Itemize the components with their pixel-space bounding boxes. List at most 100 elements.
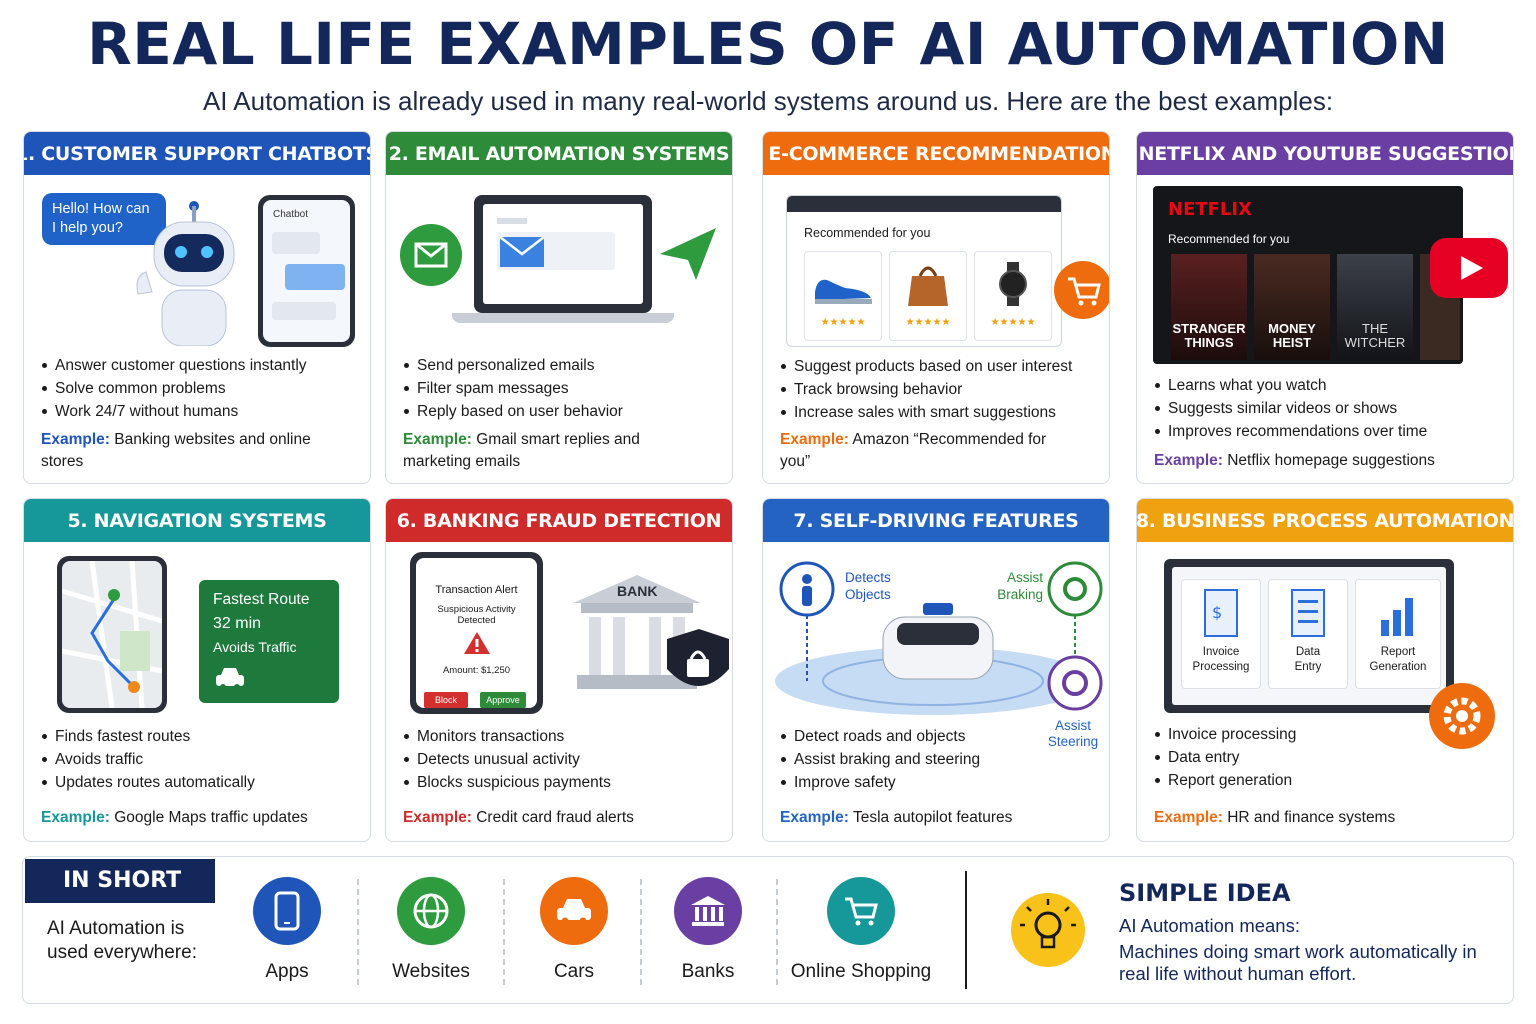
divider bbox=[776, 879, 778, 985]
in-short-text: AI Automation is used everywhere: bbox=[47, 918, 197, 963]
lightbulb-icon bbox=[1011, 893, 1085, 967]
bullet-list: Monitors transactions Detects unusual ac… bbox=[403, 725, 611, 794]
gear-icon bbox=[1429, 683, 1495, 749]
browser-window: Recommended for you ★★★★★ ★★★★★ ★★★★★ bbox=[786, 195, 1062, 347]
page-title: REAL LIFE EXAMPLES OF AI AUTOMATION bbox=[87, 10, 1449, 78]
tile: $ Invoice Processing bbox=[1181, 579, 1261, 689]
cart-icon bbox=[827, 877, 895, 945]
category-online-shopping: Online Shopping bbox=[781, 877, 941, 983]
bullet: Detects unusual activity bbox=[403, 748, 611, 771]
block-button[interactable]: Block bbox=[424, 692, 468, 708]
map-phone bbox=[57, 556, 167, 713]
bullet: Finds fastest routes bbox=[41, 725, 255, 748]
card-self-driving: 7. SELF-DRIVING FEATURES Detects Objects… bbox=[762, 498, 1110, 842]
card-title: 2. EMAIL AUTOMATION SYSTEMS bbox=[386, 132, 732, 175]
card-title: 5. NAVIGATION SYSTEMS bbox=[24, 499, 370, 542]
example: Example: Credit card fraud alerts bbox=[403, 809, 634, 826]
map-icon bbox=[62, 561, 162, 708]
simple-idea-heading: SIMPLE IDEA bbox=[1119, 879, 1291, 907]
bullet: Reply based on user behavior bbox=[403, 400, 623, 423]
show-poster: STRANGER THINGS bbox=[1171, 254, 1247, 360]
summary-panel: IN SHORT AI Automation is used everywher… bbox=[22, 856, 1514, 1004]
simple-idea-line2: Machines doing smart work automatically … bbox=[1119, 941, 1477, 984]
ecommerce-illustration: Recommended for you ★★★★★ ★★★★★ ★★★★★ bbox=[763, 176, 1109, 347]
bullet: Monitors transactions bbox=[403, 725, 611, 748]
card-title: 6. BANKING FRAUD DETECTION bbox=[386, 499, 732, 542]
bullet-list: Answer customer questions instantly Solv… bbox=[41, 354, 307, 423]
chat-bubble: Hello! How can I help you? bbox=[42, 193, 166, 245]
car-icon bbox=[216, 668, 244, 690]
chatbot-illustration: Hello! How can I help you? Chatbot bbox=[24, 176, 370, 347]
car-icon bbox=[540, 877, 608, 945]
bank-label: BANK bbox=[617, 583, 658, 599]
card-business-process: 8. BUSINESS PROCESS AUTOMATION $ Invoice… bbox=[1136, 498, 1514, 842]
approve-button[interactable]: Approve bbox=[480, 692, 526, 708]
bullet: Answer customer questions instantly bbox=[41, 354, 307, 377]
shoe-icon bbox=[815, 279, 872, 304]
bullet: Avoids traffic bbox=[41, 748, 255, 771]
example: Example: Amazon “Recommended for you” bbox=[780, 431, 1047, 470]
bullet: Report generation bbox=[1154, 769, 1296, 792]
bullet: Invoice processing bbox=[1154, 723, 1296, 746]
svg-text:$: $ bbox=[1212, 603, 1222, 622]
send-icon bbox=[660, 228, 716, 280]
example: Example: Netflix homepage suggestions bbox=[1154, 452, 1435, 469]
email-illustration bbox=[386, 176, 732, 346]
bullet: Detect roads and objects bbox=[780, 725, 980, 748]
chatbot-phone: Chatbot bbox=[258, 195, 355, 347]
bullet-list: Finds fastest routes Avoids traffic Upda… bbox=[41, 725, 255, 794]
bullet: Filter spam messages bbox=[403, 377, 623, 400]
card-ecommerce: 3. E-COMMERCE RECOMMENDATIONS Recommende… bbox=[762, 131, 1110, 484]
divider bbox=[640, 879, 642, 985]
bullet: Learns what you watch bbox=[1154, 374, 1427, 397]
bullet-list: Detect roads and objects Assist braking … bbox=[780, 725, 980, 794]
category-websites: Websites bbox=[371, 877, 491, 983]
cart-icon bbox=[1054, 261, 1109, 319]
divider bbox=[357, 879, 359, 985]
card-customer-support: 1. CUSTOMER SUPPORT CHATBOTS Hello! How … bbox=[23, 131, 371, 484]
robot-icon bbox=[136, 201, 235, 346]
globe-icon bbox=[397, 877, 465, 945]
email-icon bbox=[400, 224, 462, 286]
bag-icon bbox=[908, 266, 948, 306]
bullet: Assist braking and steering bbox=[780, 748, 980, 771]
card-title: 4. NETFLIX AND YOUTUBE SUGGESTIONS bbox=[1137, 132, 1513, 175]
business-illustration: $ Invoice Processing Data Entry Report G… bbox=[1137, 543, 1513, 749]
bank-icon bbox=[573, 575, 729, 689]
bullet: Suggest products based on user interest bbox=[780, 355, 1072, 378]
divider bbox=[503, 879, 505, 985]
laptop bbox=[474, 195, 652, 313]
show-poster: MONEY HEIST bbox=[1254, 254, 1330, 360]
category-banks: Banks bbox=[648, 877, 768, 983]
example: Example: Tesla autopilot features bbox=[780, 809, 1013, 826]
bullet: Solve common problems bbox=[41, 377, 307, 400]
play-icon bbox=[1430, 238, 1508, 298]
bullet-list: Learns what you watch Suggests similar v… bbox=[1154, 374, 1427, 443]
page-subtitle: AI Automation is already used in many re… bbox=[202, 86, 1334, 116]
card-navigation: 5. NAVIGATION SYSTEMS Fastest Route 32 m… bbox=[23, 498, 371, 842]
warning-icon bbox=[463, 632, 490, 654]
alert-phone: Transaction Alert Suspicious Activity De… bbox=[410, 552, 543, 714]
example: Example: HR and finance systems bbox=[1154, 809, 1396, 826]
card-title: 8. BUSINESS PROCESS AUTOMATION bbox=[1137, 499, 1513, 542]
tile: Report Generation bbox=[1355, 579, 1441, 689]
bullet: Suggests similar videos or shows bbox=[1154, 397, 1427, 420]
bullet: Improves recommendations over time bbox=[1154, 420, 1427, 443]
watch-icon bbox=[999, 262, 1027, 306]
bullet-list: Send personalized emails Filter spam mes… bbox=[403, 354, 623, 423]
tile: Data Entry bbox=[1268, 579, 1348, 689]
report-icon bbox=[1381, 598, 1413, 636]
card-title: 1. CUSTOMER SUPPORT CHATBOTS bbox=[24, 132, 370, 175]
steering-label: Assist Steering bbox=[1047, 718, 1099, 749]
card-netflix-youtube: 4. NETFLIX AND YOUTUBE SUGGESTIONS NETFL… bbox=[1136, 131, 1514, 484]
card-title: 7. SELF-DRIVING FEATURES bbox=[763, 499, 1109, 542]
navigation-illustration: Fastest Route 32 min Avoids Traffic bbox=[24, 543, 370, 713]
card-email-automation: 2. EMAIL AUTOMATION SYSTEMS Send persona… bbox=[385, 131, 733, 484]
car-sensor-scene bbox=[775, 561, 1103, 715]
main-divider bbox=[965, 871, 967, 989]
monitor: $ Invoice Processing Data Entry Report G… bbox=[1164, 559, 1454, 713]
simple-idea-line1: AI Automation means: bbox=[1119, 915, 1300, 936]
braking-label: Assist Braking bbox=[997, 570, 1043, 602]
route-note: Avoids Traffic bbox=[213, 639, 297, 655]
bank-icon bbox=[674, 877, 742, 945]
